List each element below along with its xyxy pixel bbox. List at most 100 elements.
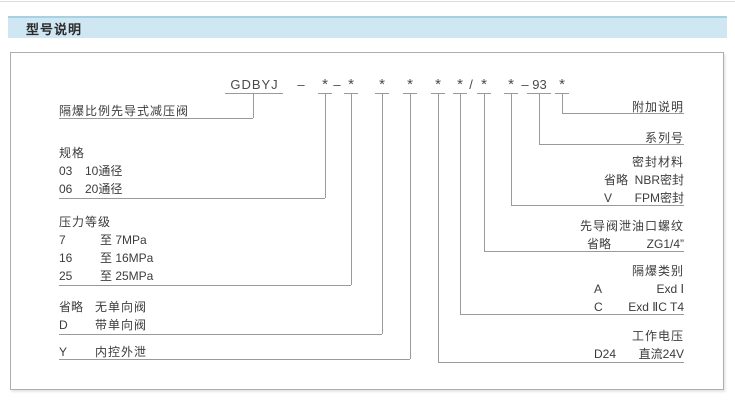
check-valve-option: D 带单向阀 [59, 316, 147, 334]
pressure-code: 7 [59, 233, 66, 247]
code-token-dash: – [521, 77, 529, 92]
section-header: 型号说明 [8, 16, 727, 38]
check-valve-option: 省略 无单向阀 [59, 298, 147, 316]
connector-vline [511, 94, 512, 205]
seal-material-code: 省略 [604, 173, 629, 187]
pilot-drain-thread-title: 先导阀泄油口螺纹 [579, 219, 684, 233]
pressure-option: 16 至 16MPa [59, 249, 153, 267]
working-voltage-title: 工作电压 [631, 329, 684, 343]
connector-hline [59, 285, 351, 286]
code-token-dash: – [333, 77, 341, 92]
connector-hline [484, 251, 684, 252]
seal-material-value: NBR密封 [634, 173, 684, 187]
token-underline [527, 93, 551, 94]
explosion-class-code: A [594, 282, 603, 296]
seal-material-value: FPM密封 [634, 191, 684, 205]
check-valve-value: 带单向阀 [95, 318, 148, 332]
token-underline [504, 93, 518, 94]
token-underline [477, 93, 491, 94]
pressure-option: 25 至 25MPa [59, 267, 153, 285]
connector-vline [325, 94, 326, 198]
connector-hline [438, 362, 684, 363]
label-spec: 规格 03 10通径 06 20通径 [59, 144, 122, 198]
connector-vline [253, 94, 254, 118]
code-token-star-control: * [407, 76, 413, 93]
control-drain-value: 内控外泄 [95, 345, 148, 359]
code-token-gdbyj: GDBYJ [230, 77, 279, 92]
model-code-box: GDBYJ – * – * * * * * / * * – 93 * [10, 52, 724, 390]
connector-hline [59, 334, 382, 335]
token-underline [375, 93, 389, 94]
connector-vline [562, 94, 563, 113]
explosion-class-option: C Exd ⅡC T4 [594, 298, 684, 316]
check-valve-code: D [59, 318, 68, 332]
connector-vline [460, 94, 461, 314]
connector-hline [59, 118, 253, 119]
pressure-option: 7 至 7MPa [59, 231, 153, 249]
token-underline [318, 93, 332, 94]
connector-hline [59, 359, 410, 360]
code-token-star-voltage: * [435, 76, 441, 93]
control-drain-option: Y 内控外泄 [59, 343, 147, 361]
code-token-star-note: * [559, 76, 565, 93]
seal-material-title: 密封材料 [631, 155, 684, 169]
series-number-title: 系列号 [644, 131, 684, 145]
spec-value: 20通径 [85, 182, 123, 196]
code-token-star-thread: * [481, 76, 487, 93]
model-code-diagram: GDBYJ – * – * * * * * / * * – 93 * [11, 53, 723, 389]
code-token-star-seal: * [508, 76, 514, 93]
connector-vline [438, 94, 439, 362]
code-token-star-spec: * [322, 76, 328, 93]
seal-material-code: V [604, 191, 613, 205]
label-additional-note: 附加说明 [632, 98, 684, 116]
pilot-drain-thread-option: 省略 ZG1/4” [587, 235, 684, 253]
code-token-star-exd: * [457, 76, 463, 93]
explosion-class-code: C [594, 300, 603, 314]
pilot-drain-thread-value: ZG1/4” [646, 237, 684, 251]
pressure-code: 25 [59, 269, 73, 283]
additional-note-title: 附加说明 [631, 100, 684, 114]
label-check-valve: 省略 无单向阀 D 带单向阀 [59, 298, 147, 334]
explosion-class-value: Exd Ⅰ [656, 282, 684, 296]
working-voltage-code: D24 [594, 347, 617, 361]
working-voltage-value: 直流24V [638, 347, 684, 361]
pressure-code: 16 [59, 251, 73, 265]
pilot-drain-thread-code: 省略 [587, 237, 612, 251]
label-explosion-class: 隔爆类别 A Exd Ⅰ C Exd ⅡC T4 [594, 262, 684, 316]
pressure-value: 至 16MPa [100, 251, 154, 265]
connector-vline [410, 94, 411, 359]
spec-title: 规格 [59, 146, 86, 160]
working-voltage-option: D24 直流24V [594, 345, 684, 363]
page-top-rule [0, 1, 735, 2]
explosion-class-value: Exd ⅡC T4 [628, 300, 684, 314]
connector-vline [484, 94, 485, 251]
label-seal-material: 密封材料 省略 NBR密封 V FPM密封 [604, 153, 684, 207]
connector-hline [460, 314, 684, 315]
spec-code: 03 [59, 164, 73, 178]
pressure-value: 至 25MPa [100, 269, 154, 283]
code-token-star-pressure: * [348, 76, 354, 93]
control-drain-code: Y [59, 345, 68, 359]
spec-value: 10通径 [85, 164, 123, 178]
code-token-slash: / [469, 77, 473, 92]
seal-material-option: 省略 NBR密封 [604, 171, 684, 189]
spec-code: 06 [59, 182, 73, 196]
connector-vline [351, 94, 352, 285]
pressure-value: 至 7MPa [100, 233, 147, 247]
connector-hline [539, 144, 684, 145]
label-series-number: 系列号 [645, 129, 684, 147]
label-valve-name: 隔爆比例先导式减压阀 [59, 102, 189, 120]
label-pilot-drain-thread: 先导阀泄油口螺纹 省略 ZG1/4” [580, 217, 684, 253]
connector-vline [539, 94, 540, 144]
label-pressure-grade: 压力等级 7 至 7MPa 16 至 16MPa 25 至 25MPa [59, 213, 153, 285]
label-working-voltage: 工作电压 D24 直流24V [594, 327, 684, 363]
check-valve-code: 省略 [59, 300, 84, 314]
token-underline [431, 93, 445, 94]
token-underline [403, 93, 417, 94]
seal-material-option: V FPM密封 [604, 189, 684, 207]
pressure-title: 压力等级 [59, 215, 112, 229]
check-valve-value: 无单向阀 [95, 300, 148, 314]
token-underline [453, 93, 467, 94]
label-control-drain: Y 内控外泄 [59, 343, 147, 361]
code-token-series: 93 [532, 77, 547, 92]
